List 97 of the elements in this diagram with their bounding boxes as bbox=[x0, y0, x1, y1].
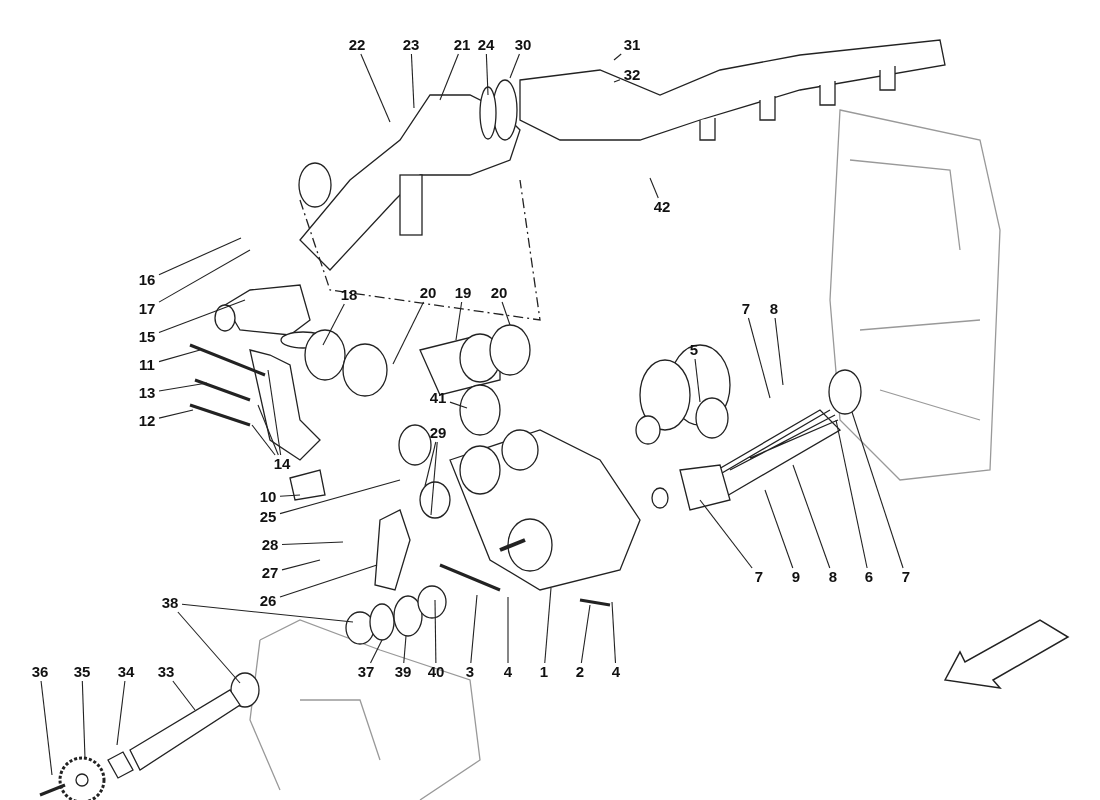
callout-number: 4 bbox=[496, 663, 520, 681]
leader-line bbox=[613, 79, 621, 83]
leader-line bbox=[764, 489, 794, 569]
callout-number: 7 bbox=[747, 568, 771, 586]
callout-number: 7 bbox=[734, 300, 758, 318]
leader-line bbox=[158, 249, 251, 303]
callout-number: 1 bbox=[532, 663, 556, 681]
leader-line bbox=[281, 541, 344, 546]
leader-line bbox=[172, 680, 196, 711]
leader-line bbox=[449, 401, 468, 409]
leader-line bbox=[835, 419, 868, 569]
callout-number: 13 bbox=[135, 384, 159, 402]
callout-number: 18 bbox=[337, 286, 361, 304]
callout-number: 36 bbox=[28, 663, 52, 681]
callout-number: 7 bbox=[894, 568, 918, 586]
callout-number: 35 bbox=[70, 663, 94, 681]
callout-number: 34 bbox=[114, 663, 138, 681]
callout-number: 28 bbox=[258, 536, 282, 554]
callout-number: 8 bbox=[821, 568, 845, 586]
leader-line bbox=[424, 441, 437, 487]
leader-line bbox=[649, 177, 659, 199]
callout-number: 29 bbox=[426, 424, 450, 442]
leader-line bbox=[507, 596, 509, 664]
leader-line bbox=[485, 53, 489, 96]
leader-line bbox=[369, 639, 383, 664]
leader-line bbox=[439, 53, 459, 101]
leader-line bbox=[410, 53, 415, 109]
callout-number: 42 bbox=[650, 198, 674, 216]
leader-line bbox=[403, 635, 407, 664]
leader-line bbox=[181, 603, 354, 623]
leader-line bbox=[158, 237, 242, 276]
leader-line bbox=[360, 53, 391, 123]
callout-number: 23 bbox=[399, 36, 423, 54]
leader-line bbox=[544, 587, 552, 664]
leader-line bbox=[434, 599, 437, 664]
callout-number: 26 bbox=[256, 592, 280, 610]
leader-line bbox=[322, 303, 345, 346]
callout-number: 10 bbox=[256, 488, 280, 506]
leader-line bbox=[747, 317, 771, 399]
callout-number: 11 bbox=[135, 356, 159, 374]
leader-line bbox=[392, 301, 425, 365]
leader-line bbox=[509, 53, 520, 79]
leader-line bbox=[430, 441, 438, 516]
callout-number: 32 bbox=[620, 66, 644, 84]
callout-number: 30 bbox=[511, 36, 535, 54]
callout-number: 31 bbox=[620, 36, 644, 54]
callout-number: 37 bbox=[354, 663, 378, 681]
callout-number: 14 bbox=[270, 455, 294, 473]
callout-number: 4 bbox=[604, 663, 628, 681]
callout-number: 6 bbox=[857, 568, 881, 586]
leader-line bbox=[158, 349, 201, 363]
callout-number: 12 bbox=[135, 412, 159, 430]
leader-line bbox=[279, 479, 401, 515]
leader-line bbox=[251, 424, 276, 456]
leader-line bbox=[613, 53, 622, 61]
leader-line bbox=[470, 594, 478, 664]
leader-line bbox=[774, 317, 784, 386]
callout-number: 16 bbox=[135, 271, 159, 289]
callout-number: 25 bbox=[256, 508, 280, 526]
leader-line bbox=[580, 604, 591, 664]
leader-line bbox=[281, 559, 321, 571]
callout-number: 20 bbox=[487, 284, 511, 302]
callout-number: 3 bbox=[458, 663, 482, 681]
leader-line bbox=[158, 382, 208, 392]
leader-line bbox=[81, 680, 86, 759]
leader-line bbox=[257, 404, 279, 456]
callout-number: 21 bbox=[450, 36, 474, 54]
callout-number: 8 bbox=[762, 300, 786, 318]
callout-number: 9 bbox=[784, 568, 808, 586]
leader-line bbox=[279, 564, 378, 598]
callout-number: 15 bbox=[135, 328, 159, 346]
leader-line bbox=[40, 680, 53, 776]
leader-line bbox=[501, 301, 511, 326]
leader-line bbox=[279, 494, 301, 497]
callout-number: 33 bbox=[154, 663, 178, 681]
leader-line bbox=[158, 299, 246, 334]
leader-line bbox=[267, 369, 282, 456]
callout-number: 22 bbox=[345, 36, 369, 54]
leader-line bbox=[699, 499, 753, 569]
leader-line bbox=[851, 411, 904, 569]
leader-line bbox=[158, 409, 194, 419]
callout-number: 17 bbox=[135, 300, 159, 318]
callout-number: 38 bbox=[158, 594, 182, 612]
callout-number: 19 bbox=[451, 284, 475, 302]
callout-number: 39 bbox=[391, 663, 415, 681]
leader-line bbox=[116, 680, 126, 746]
callout-number: 41 bbox=[426, 389, 450, 407]
callout-number: 24 bbox=[474, 36, 498, 54]
leader-line bbox=[455, 301, 463, 341]
leader-line bbox=[177, 611, 241, 684]
callout-number: 5 bbox=[682, 341, 706, 359]
callout-number: 40 bbox=[424, 663, 448, 681]
callout-number: 2 bbox=[568, 663, 592, 681]
leader-line bbox=[792, 464, 831, 569]
callout-number: 27 bbox=[258, 564, 282, 582]
leader-line bbox=[611, 601, 617, 664]
callout-number: 20 bbox=[416, 284, 440, 302]
